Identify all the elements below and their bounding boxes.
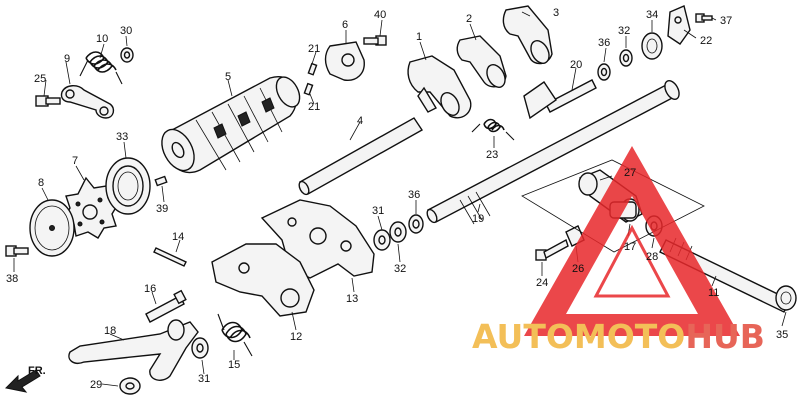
part-40-bolt <box>363 35 387 46</box>
part-36-washer-upper <box>597 63 611 81</box>
watermark-text-auto: AUTO <box>472 317 574 356</box>
callout-31a: 31 <box>372 205 384 217</box>
callout-1: 1 <box>416 31 422 43</box>
callout-31b: 31 <box>198 373 210 385</box>
callout-25: 25 <box>34 73 46 85</box>
part-34-bearing <box>641 32 663 60</box>
callout-37: 37 <box>720 15 732 27</box>
callout-labels: 1 2 3 4 5 6 7 8 9 10 11 12 13 14 15 16 1… <box>6 7 788 391</box>
callout-15: 15 <box>228 359 240 371</box>
callout-35: 35 <box>776 329 788 341</box>
part-18-pedal <box>68 319 199 381</box>
part-16-bolt <box>145 289 187 323</box>
watermark-text-hub: HUB <box>685 317 765 356</box>
part-32-washer-mid <box>389 221 407 243</box>
part-24-bolt <box>535 238 569 261</box>
callout-3: 3 <box>553 7 559 19</box>
part-4-shaft <box>298 117 424 196</box>
fr-label: FR. <box>28 365 46 377</box>
watermark-triangle-logo <box>524 146 740 336</box>
part-10-spring <box>79 51 123 85</box>
parts-layer <box>4 5 797 395</box>
callout-6: 6 <box>342 19 348 31</box>
callout-19: 19 <box>472 213 484 225</box>
part-14-pin <box>153 247 187 267</box>
callout-29: 29 <box>90 379 102 391</box>
callout-14: 14 <box>172 231 184 243</box>
part-36-washer-mid <box>408 214 424 234</box>
callout-8: 8 <box>38 177 44 189</box>
part-23-spring <box>471 118 515 141</box>
part-9-stopper-arm <box>60 85 115 119</box>
callout-13: 13 <box>346 293 358 305</box>
callout-10: 10 <box>96 33 108 45</box>
part-31-washer-mid <box>373 229 391 251</box>
part-31-washer-lower <box>191 337 209 359</box>
part-20-rod <box>545 79 597 113</box>
callout-36b: 36 <box>408 189 420 201</box>
callout-4: 4 <box>357 115 363 127</box>
svg-text:AUTOMOTOHUB: AUTOMOTOHUB <box>472 317 765 356</box>
callout-26: 26 <box>572 263 584 275</box>
callout-21b: 21 <box>308 101 320 113</box>
callout-36a: 36 <box>598 37 610 49</box>
callout-24: 24 <box>536 277 548 289</box>
callout-12: 12 <box>290 331 302 343</box>
part-2-fork <box>456 35 507 88</box>
callout-7: 7 <box>72 155 78 167</box>
callout-11: 11 <box>708 287 719 299</box>
part-3-fork <box>502 5 553 65</box>
callout-40: 40 <box>374 9 386 21</box>
part-25-bolt <box>35 95 61 107</box>
part-5-shift-drum <box>161 75 301 173</box>
watermark-text-moto: MOTO <box>574 317 685 356</box>
part-29-washer <box>119 377 141 395</box>
callout-32a: 32 <box>394 263 406 275</box>
part-19-shaft <box>426 80 680 225</box>
callout-27: 27 <box>624 167 636 179</box>
callout-33: 33 <box>116 131 128 143</box>
callout-21a: 21 <box>308 43 320 55</box>
part-pawl-lever <box>523 81 557 120</box>
part-15-spring <box>217 313 253 357</box>
part-7-star-plate <box>63 176 119 239</box>
part-21-pins <box>303 62 318 96</box>
part-38-bolt <box>5 245 29 257</box>
callout-16: 16 <box>144 283 156 295</box>
callout-28: 28 <box>646 251 658 263</box>
part-32-washer-upper <box>619 49 633 67</box>
watermark: AUTOMOTOHUB <box>472 146 765 356</box>
callout-32b: 32 <box>618 25 630 37</box>
callout-20: 20 <box>570 59 582 71</box>
part-6-holder <box>324 41 365 81</box>
callout-39: 39 <box>156 203 168 215</box>
callout-2: 2 <box>466 13 472 25</box>
callout-34: 34 <box>646 9 658 21</box>
part-12-plate <box>211 243 315 317</box>
callout-23: 23 <box>486 149 498 161</box>
callout-18: 18 <box>104 325 116 337</box>
part-1-fork <box>407 55 472 119</box>
part-39-pin <box>154 175 168 187</box>
callout-9: 9 <box>64 53 70 65</box>
part-22-bracket <box>667 5 691 45</box>
callout-30: 30 <box>120 25 132 37</box>
part-8-disk <box>29 199 75 257</box>
callout-38: 38 <box>6 273 18 285</box>
part-35-bearing <box>775 285 797 311</box>
part-33-bearing <box>105 157 151 215</box>
part-37-screw <box>695 13 713 23</box>
callout-22: 22 <box>700 35 712 47</box>
callout-5: 5 <box>225 71 231 83</box>
part-30-washer <box>120 47 134 63</box>
fr-arrow <box>4 369 41 393</box>
callout-17: 17 <box>624 241 636 253</box>
